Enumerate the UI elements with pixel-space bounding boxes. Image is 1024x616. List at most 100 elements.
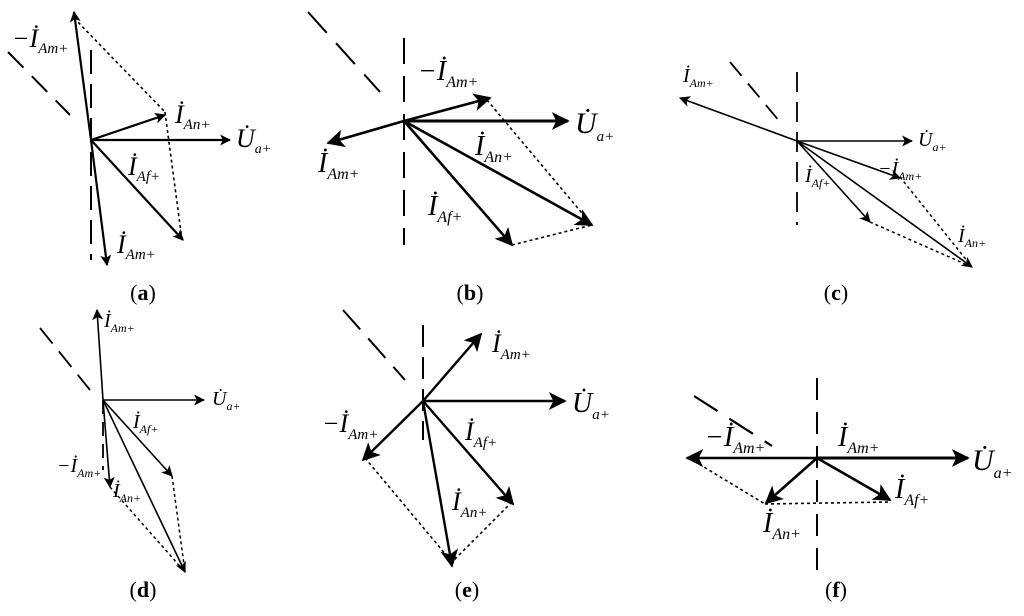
panel-caption: (f) (825, 577, 847, 602)
i-af-label: İAf+ (127, 152, 160, 185)
dotted-construction-line (869, 221, 973, 268)
neg-i-am-phasor (796, 140, 902, 180)
panel-b-phasors (326, 93, 594, 247)
i-an-label: İAn+ (474, 131, 513, 166)
dotted-construction-line (109, 486, 186, 573)
i-am-phasor (92, 308, 104, 401)
neg-i-am-phasor (102, 399, 115, 489)
panel-caption: (b) (457, 280, 484, 305)
i-an-label: İAn+ (451, 487, 487, 521)
u-a-label: U̇a+ (212, 387, 241, 413)
u-a-label: U̇a+ (972, 444, 1012, 482)
i-an-phasor (403, 119, 594, 227)
panel-f-labels: −İAm+ İAm+ U̇a+ İAf+ İAn+ (705, 422, 1012, 543)
panel-caption: (c) (824, 280, 848, 305)
dashed-diagonal-line (39, 327, 91, 391)
dashed-diagonal-line (729, 61, 781, 123)
neg-i-am-phasor (403, 93, 492, 123)
i-an-label: İAn+ (174, 100, 210, 133)
panel-caption: (e) (455, 577, 479, 602)
dotted-construction-line (899, 176, 973, 268)
panel-e: İAm+ U̇a+ −İAm+ İAf+ İAn+ (e) (322, 309, 610, 602)
dotted-construction-line (171, 475, 186, 573)
dashed-diagonal-line (307, 11, 381, 93)
i-af-phasor (403, 120, 514, 247)
panel-a-reference-lines (7, 17, 183, 260)
neg-i-am-label: −İAm+ (12, 24, 68, 57)
panel-d: İAm+ U̇a+ İAf+ −İAm+ İAn+ (d) (39, 308, 241, 602)
dotted-construction-line (364, 457, 453, 563)
u-a-label: U̇a+ (236, 124, 271, 157)
dotted-construction-line (688, 457, 766, 505)
panel-a-phasors (69, 10, 232, 267)
i-am-phasor (678, 96, 798, 142)
dotted-construction-line (451, 501, 513, 563)
u-a-label: U̇a+ (918, 128, 947, 154)
i-af-phasor (102, 399, 173, 477)
i-am-label: İAm+ (317, 148, 359, 183)
panel-d-phasors (92, 308, 206, 573)
panel-caption: (a) (130, 280, 156, 305)
i-am-label: İAm+ (491, 329, 531, 363)
panel-a: −İAm+ İAn+ U̇a+ İAf+ İAm+ (a) (7, 10, 271, 305)
panel-f-reference-lines (688, 378, 891, 575)
neg-i-am-label: −İAm+ (57, 454, 101, 480)
neg-i-am-phasor (69, 10, 93, 141)
i-am-label: İAm+ (103, 309, 135, 335)
i-af-label: İAf+ (894, 474, 929, 509)
i-am-phasor (422, 332, 483, 402)
i-af-label: İAf+ (427, 191, 462, 226)
panel-b: −İAm+ U̇a+ İAn+ İAm+ İAf+ (b) (307, 11, 614, 305)
panel-c-phasors (678, 96, 973, 268)
panel-f: −İAm+ İAm+ U̇a+ İAf+ İAn+ (f) (685, 378, 1012, 602)
panel-e-reference-lines (342, 309, 513, 563)
dotted-construction-line (73, 17, 166, 113)
panel-caption: (d) (130, 577, 157, 602)
i-an-phasor (421, 400, 459, 568)
i-af-label: İAf+ (132, 410, 158, 436)
i-am-label: İAm+ (116, 230, 156, 263)
i-an-label: İAn+ (957, 224, 986, 250)
panel-b-labels: −İAm+ U̇a+ İAn+ İAm+ İAf+ (317, 56, 614, 226)
panel-b-reference-lines (307, 11, 593, 246)
i-af-phasor (796, 140, 871, 223)
panel-c-labels: İAm+ U̇a+ İAf+ −İAm+ İAn+ (682, 64, 986, 250)
i-af-label: İAf+ (804, 164, 830, 190)
i-am-label: İAm+ (837, 422, 879, 457)
dashed-diagonal-line (7, 51, 71, 116)
panel-e-labels: İAm+ U̇a+ −İAm+ İAf+ İAn+ (322, 329, 610, 521)
neg-i-am-label: −İAm+ (322, 409, 378, 443)
neg-i-am-phasor (361, 400, 424, 462)
i-af-phasor (90, 139, 184, 241)
dashed-diagonal-line (693, 395, 773, 447)
panel-f-phasors (685, 449, 970, 505)
panel-d-reference-lines (39, 327, 186, 573)
dotted-construction-line (511, 224, 593, 246)
u-a-label: U̇a+ (575, 107, 614, 145)
panel-c: İAm+ U̇a+ İAf+ −İAm+ İAn+ (c) (678, 61, 986, 305)
i-am-phasor (89, 139, 112, 267)
i-af-label: İAf+ (464, 417, 497, 451)
neg-i-am-label: −İAm+ (418, 56, 478, 91)
i-an-phasor (764, 457, 818, 505)
i-an-phasor (102, 399, 186, 573)
panel-c-reference-lines (729, 61, 973, 268)
panel-a-labels: −İAm+ İAn+ U̇a+ İAf+ İAm+ (12, 24, 271, 263)
i-af-phasor (422, 400, 515, 506)
neg-i-am-label: −İAm+ (878, 157, 922, 183)
i-an-phasor (796, 140, 973, 268)
dotted-construction-line (164, 111, 183, 241)
i-an-phasor (90, 112, 167, 142)
i-an-label: İAn+ (112, 479, 141, 505)
dashed-diagonal-line (342, 309, 406, 381)
i-an-label: İAn+ (762, 508, 801, 543)
dotted-construction-line (764, 501, 891, 505)
i-am-label: İAm+ (682, 64, 714, 90)
u-a-label: U̇a+ (572, 388, 610, 423)
neg-i-am-label: −İAm+ (705, 422, 765, 457)
panel-e-phasors (361, 332, 567, 568)
panel-d-labels: İAm+ U̇a+ İAf+ −İAm+ İAn+ (57, 309, 241, 505)
i-af-phasor (816, 456, 892, 502)
i-am-phasor (326, 119, 405, 148)
